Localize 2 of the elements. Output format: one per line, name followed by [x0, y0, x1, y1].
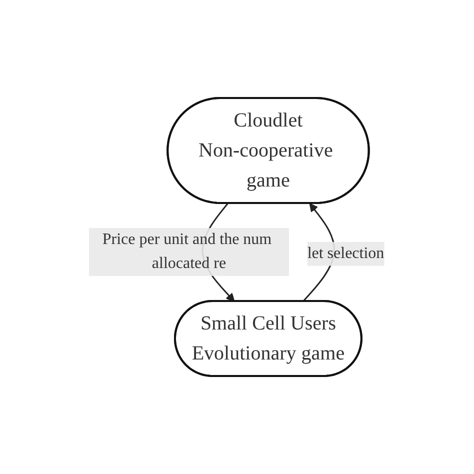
edge-label: let selection	[308, 244, 385, 262]
edge-label: Price per unit and the num allocated re	[102, 230, 272, 272]
